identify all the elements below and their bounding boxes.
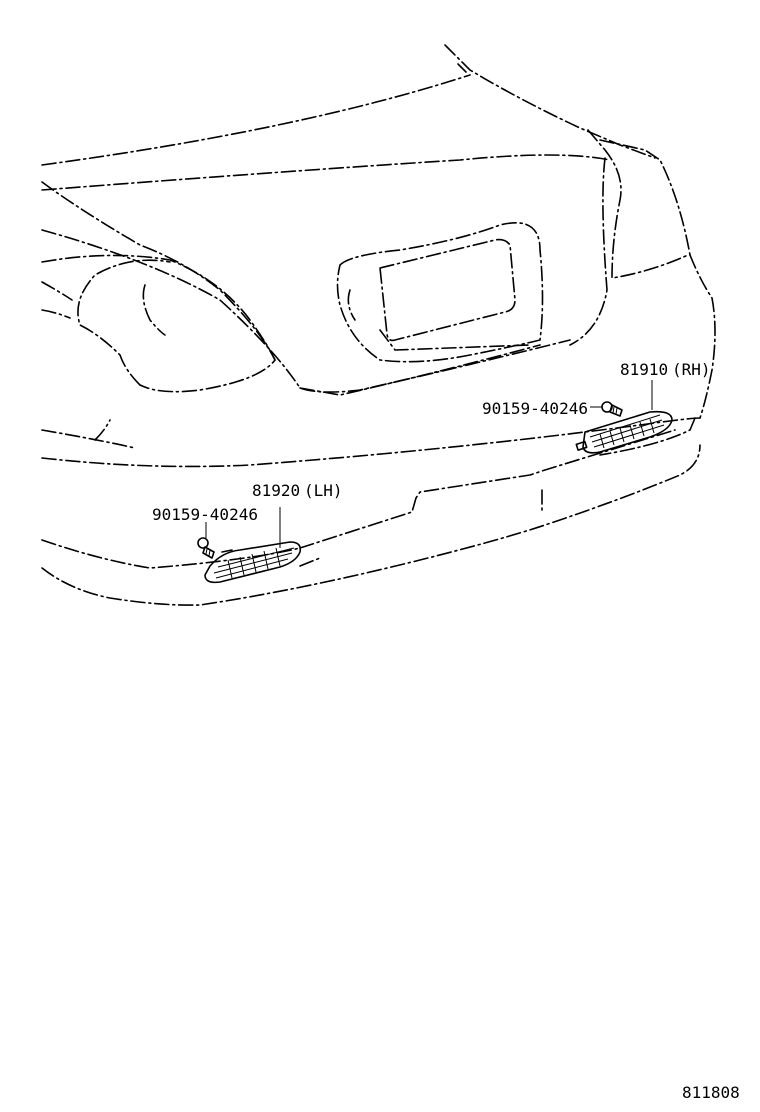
part-side-rh: (RH) bbox=[672, 360, 711, 379]
car-rear-outline bbox=[41, 44, 716, 606]
part-number-lh: 81920 bbox=[252, 481, 300, 500]
diagram-id: 811808 bbox=[682, 1083, 740, 1102]
screw-rh bbox=[601, 401, 623, 417]
reflector-lh bbox=[204, 541, 302, 584]
screw-number-rh: 90159-40246 bbox=[482, 399, 588, 418]
reflector-rh bbox=[575, 410, 673, 454]
screw-number-lh: 90159-40246 bbox=[152, 505, 258, 524]
screw-lh bbox=[197, 537, 215, 559]
part-side-lh: (LH) bbox=[304, 481, 343, 500]
part-number-rh: 81910 bbox=[620, 360, 668, 379]
